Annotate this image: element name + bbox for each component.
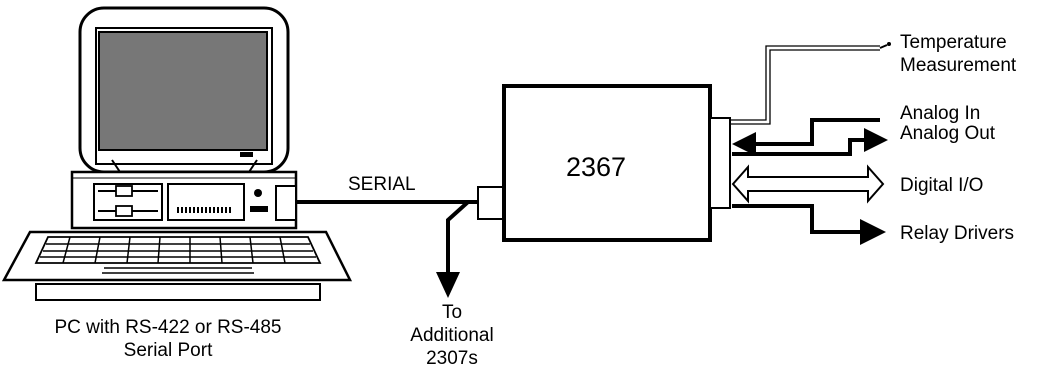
branch-arrowhead (436, 272, 460, 298)
drive-slot-vents (177, 207, 231, 213)
branch-label-line1: To (442, 302, 462, 323)
analog-in-line (732, 118, 880, 156)
analog-in-label: Analog In (900, 103, 980, 124)
analog-out-label: Analog Out (900, 123, 996, 144)
digital-io-label: Digital I/O (900, 175, 983, 196)
temperature-label-line1: Temperature (900, 32, 1007, 53)
module-label: 2367 (566, 152, 626, 182)
system-unit (70, 170, 298, 230)
module-2367: 2367 (477, 84, 731, 242)
temperature-wire (730, 45, 880, 125)
temperature-label-line2: Measurement (900, 55, 1017, 76)
keyboard (1, 230, 353, 301)
analog-out-line (732, 128, 888, 156)
relay-drivers-line (732, 204, 886, 245)
pc-caption-line2: Serial Port (124, 340, 213, 361)
pc-computer: PC with RS-422 or RS-485 Serial Port (1, 6, 353, 361)
pc-caption-line1: PC with RS-422 or RS-485 (54, 317, 281, 338)
digital-io-arrow (731, 164, 885, 204)
keyboard-key-rows (40, 236, 316, 264)
crt-monitor (78, 6, 290, 174)
branch-label-line2: Additional (410, 325, 493, 346)
serial-cable: SERIAL To Additional 2307s (296, 174, 494, 369)
branch-label-line3: 2307s (426, 348, 478, 369)
serial-label: SERIAL (348, 174, 416, 195)
relay-drivers-label: Relay Drivers (900, 223, 1014, 244)
